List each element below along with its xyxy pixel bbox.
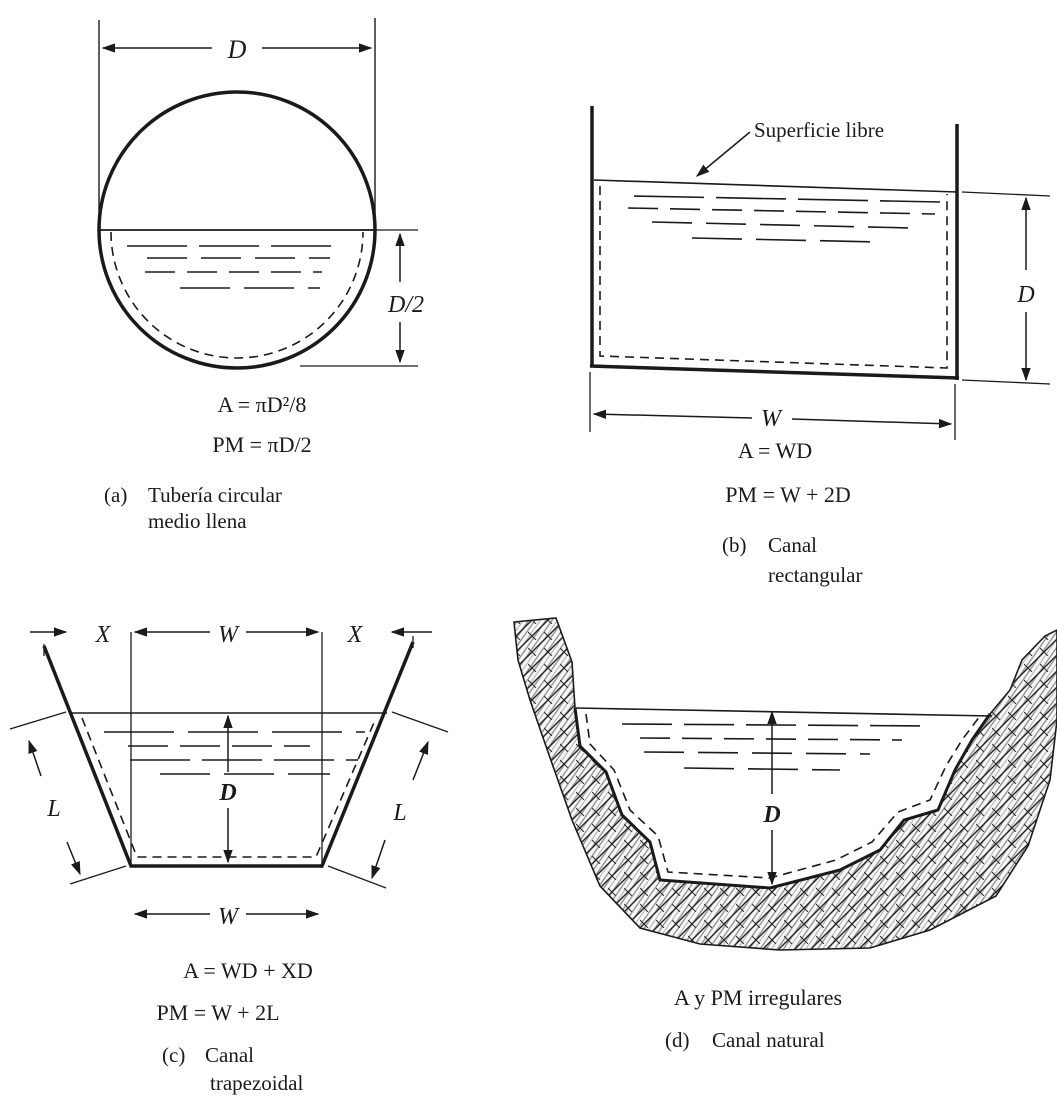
water-ripples	[127, 245, 340, 289]
panel-d-natural-channel: D A y PM irregulares (d) Canal natural	[513, 617, 1057, 1052]
water-surface-line	[593, 179, 958, 193]
dimension-arrow	[28, 739, 42, 777]
formula-note: A y PM irregulares	[674, 985, 842, 1010]
wetted-perimeter-dashed	[599, 186, 948, 369]
free-surface-pointer	[695, 131, 751, 177]
dimension-arrow	[791, 418, 953, 429]
dimension-label-w: W	[761, 406, 783, 432]
area-formula: A = πD²/8	[218, 392, 307, 417]
wetted-perimeter-dashed	[110, 231, 364, 359]
panel-c-trapezoidal-channel: X W X D L L W	[9, 622, 449, 1095]
caption-tag: (a)	[104, 483, 127, 507]
caption-line-1: Canal	[768, 533, 817, 557]
extension-line	[391, 711, 449, 733]
caption-tag: (c)	[162, 1043, 185, 1067]
panel-a-circular-pipe: D D/2 A = πD²/8 PM = πD/2 (a) Tubería ci…	[97, 18, 424, 533]
dimension-label-l-left: L	[46, 796, 60, 822]
dimension-label-l-right: L	[392, 800, 406, 826]
extension-line	[961, 191, 1051, 197]
dimension-label-d-half: D/2	[387, 292, 424, 318]
dimension-label-x-left: X	[95, 622, 112, 648]
dimension-label-d: D	[218, 780, 236, 806]
extension-line	[327, 865, 387, 889]
water-surface-line	[575, 707, 993, 717]
dimension-arrow	[371, 839, 386, 880]
caption-line-1: Canal	[205, 1043, 254, 1067]
dimension-label-d: D	[227, 35, 247, 64]
caption-line-2: medio llena	[148, 509, 247, 533]
dimension-arrow	[66, 841, 81, 876]
dimension-label-d: D	[1016, 282, 1034, 308]
water-ripples	[621, 723, 931, 771]
free-surface-label: Superficie libre	[754, 118, 884, 142]
dimension-label-w-top: W	[218, 622, 240, 648]
channel-walls	[42, 641, 415, 868]
perimeter-formula: PM = W + 2L	[156, 1000, 279, 1025]
area-formula: A = WD + XD	[183, 958, 313, 983]
dimension-label-w-bottom: W	[218, 904, 240, 930]
extension-line	[9, 711, 67, 730]
area-formula: A = WD	[738, 438, 812, 463]
riverbed-texture	[514, 618, 1057, 950]
caption-line-1: Tubería circular	[148, 483, 282, 507]
wetted-perimeter-dashed	[585, 713, 981, 879]
water-ripples	[627, 195, 941, 243]
dimension-arrow	[592, 409, 753, 420]
extension-line	[69, 865, 127, 885]
caption-line-2: trapezoidal	[210, 1071, 303, 1095]
perimeter-formula: PM = πD/2	[212, 432, 311, 457]
water-ripples	[104, 731, 365, 775]
dimension-label-d: D	[762, 802, 780, 828]
extension-line	[961, 379, 1051, 385]
caption-tag: (b)	[722, 533, 747, 557]
caption-line-2: rectangular	[768, 563, 862, 587]
channel-bottom	[589, 364, 960, 380]
caption-tag: (d)	[665, 1028, 690, 1052]
dimension-arrow	[412, 740, 429, 781]
perimeter-formula: PM = W + 2D	[725, 482, 850, 507]
caption-line-1: Canal natural	[712, 1028, 825, 1052]
channel-bed-line	[573, 707, 992, 890]
dimension-label-x-right: X	[347, 622, 364, 648]
panel-b-rectangular-channel: Superficie libre D W A = WD PM = W + 2D …	[589, 106, 1051, 587]
